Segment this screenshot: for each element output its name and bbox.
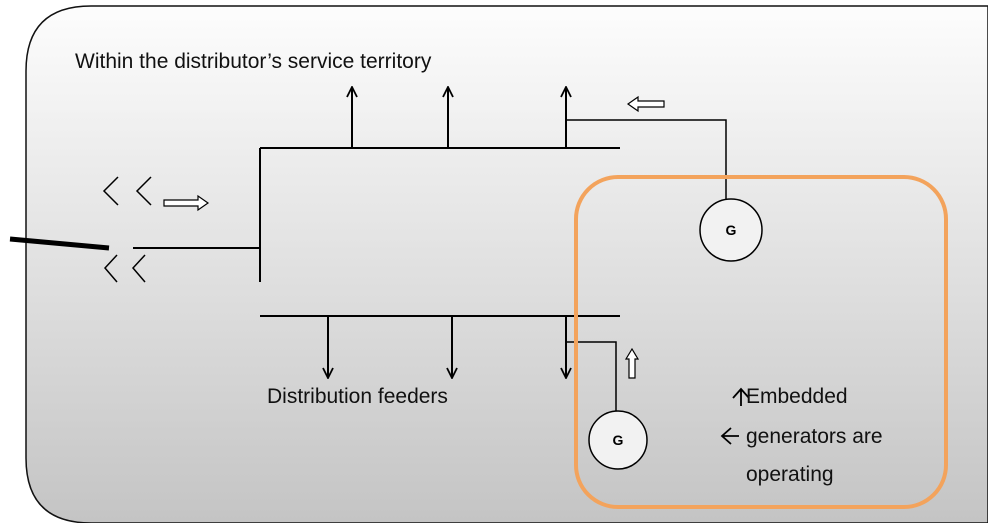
lower-generator-tie-line — [566, 341, 617, 418]
embedded-note-line1: Embedded — [746, 385, 848, 408]
breaker-symbol-top-left — [102, 176, 119, 206]
feeders-label: Distribution feeders — [267, 385, 448, 408]
supply-direction-arrow — [163, 194, 210, 212]
territory-label: Within the distributor’s service territo… — [75, 50, 432, 73]
lower-generator-label: G — [613, 432, 624, 448]
breaker-symbol-bottom-right — [131, 254, 146, 283]
upper-generator-label: G — [726, 222, 737, 238]
legend-up-arrow-icon — [732, 387, 750, 406]
breaker-symbol-bottom-left — [103, 254, 118, 283]
lower-injection-arrow — [624, 347, 640, 379]
embedded-generation-zone — [574, 175, 948, 509]
embedded-note-line3: operating — [746, 463, 834, 486]
service-territory-boundary — [25, 5, 988, 523]
lower-generator-circle — [588, 410, 648, 470]
breaker-symbol-top-right — [135, 176, 152, 206]
incoming-supply-line — [9, 236, 110, 251]
lower-generator: G — [588, 410, 648, 470]
upper-generator-circle — [699, 198, 763, 262]
upper-injection-arrow — [626, 95, 665, 113]
embedded-note-line2: generators are — [746, 425, 883, 448]
legend-left-arrow-icon — [720, 427, 739, 445]
upper-generator: G — [699, 198, 763, 262]
